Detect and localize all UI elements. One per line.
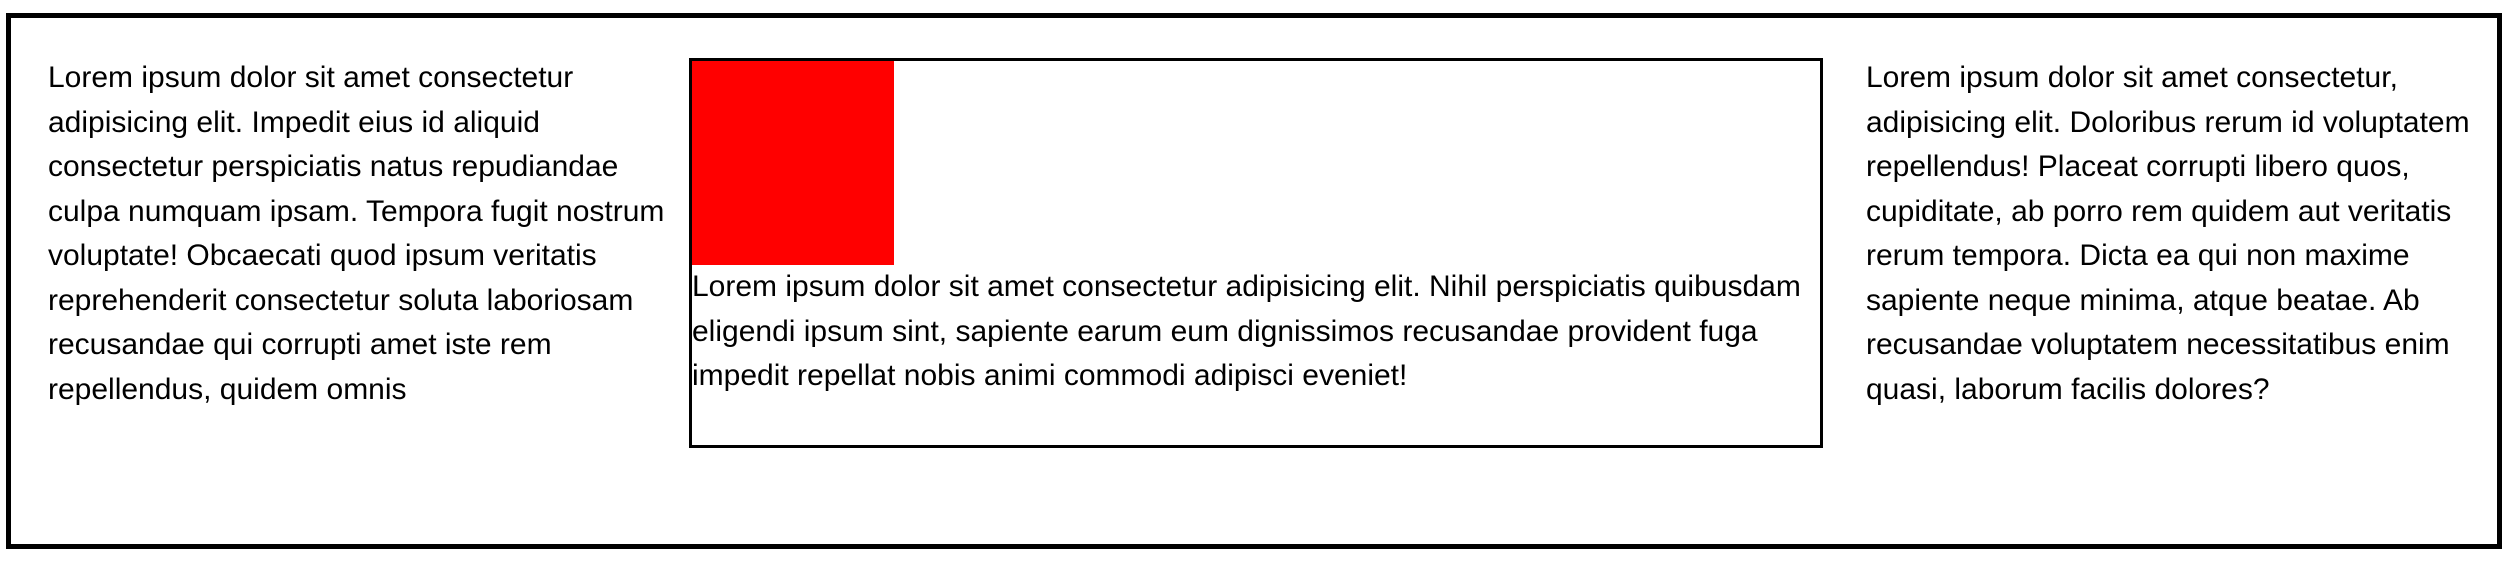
outer-frame xyxy=(6,13,2502,549)
center-box: Lorem ipsum dolor sit amet consectetur a… xyxy=(689,58,1823,448)
left-column-text: Lorem ipsum dolor sit amet consectetur a… xyxy=(48,61,665,406)
center-column-text: Lorem ipsum dolor sit amet consectetur a… xyxy=(692,270,1801,392)
right-column-text: Lorem ipsum dolor sit amet consectetur, … xyxy=(1866,61,2470,406)
red-square xyxy=(692,61,894,265)
